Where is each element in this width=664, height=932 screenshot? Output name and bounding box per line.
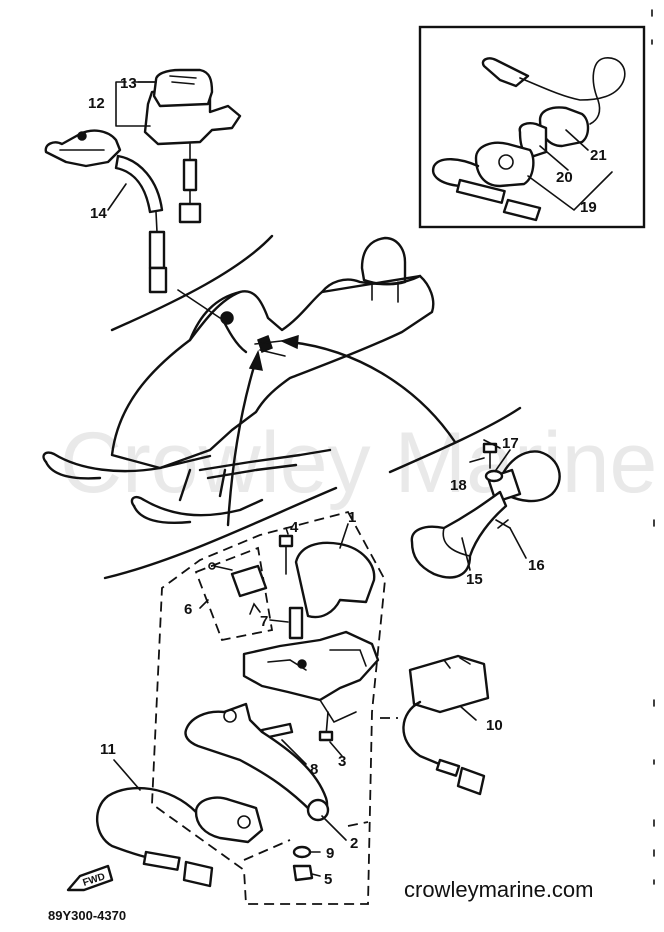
brake-switch: [95, 786, 264, 888]
separator-line-lower: [103, 486, 338, 580]
diagram-code: 89Y300-4370: [48, 908, 126, 923]
sub-assembly-6-boundary: [194, 546, 274, 642]
control-unit: [402, 654, 490, 796]
key-switch-assembly: [431, 57, 626, 222]
callout-7: 7: [260, 613, 268, 630]
edge-marks: [651, 9, 655, 885]
callout-6: 6: [184, 601, 192, 618]
screw-4: [278, 534, 294, 548]
relay-assembly: [143, 68, 242, 224]
separator-line-right: [388, 406, 522, 474]
callout-11: 11: [100, 741, 116, 758]
site-url[interactable]: crowleymarine.com: [404, 877, 594, 902]
collar-7: [288, 606, 304, 640]
callout-12: 12: [88, 95, 105, 112]
callout-20: 20: [556, 169, 573, 186]
separator-line-left: [110, 234, 274, 332]
lever-bracket: [242, 630, 380, 702]
callout-17: 17: [502, 435, 519, 452]
callout-8: 8: [310, 761, 318, 778]
callout-1: 1: [348, 509, 356, 526]
callout-labels: 1 2 3 4 5 6 7 8 9 10 11 12 13 14 15 16 1…: [88, 75, 607, 888]
leader-lines: [107, 81, 589, 877]
nut-5: [292, 864, 314, 882]
callout-19: 19: [580, 199, 597, 216]
arrow-horn-to-body: [288, 340, 457, 444]
callout-14: 14: [90, 205, 107, 222]
assembly-boundary: [151, 510, 386, 905]
callout-2: 2: [350, 835, 358, 852]
callout-16: 16: [528, 557, 545, 574]
lever-cover: [294, 541, 376, 619]
screw-3: [318, 730, 334, 742]
inset-frame: [418, 25, 646, 229]
callout-10: 10: [486, 717, 503, 734]
callout-15: 15: [466, 571, 483, 588]
callout-4: 4: [290, 519, 299, 536]
callout-18: 18: [450, 477, 467, 494]
watermark-text: Crowley Marine: [60, 415, 657, 511]
forward-arrow: FWD: [66, 864, 114, 892]
handlebar-switch: [44, 129, 168, 294]
washer-9: [292, 845, 312, 859]
callout-3: 3: [338, 753, 346, 770]
callout-21: 21: [590, 147, 607, 164]
callout-13: 13: [120, 75, 137, 92]
arrow-lever-to-handlebar: [226, 358, 258, 527]
brake-lever: [184, 702, 329, 816]
throttle-block: [230, 564, 268, 598]
callout-5: 5: [324, 871, 332, 888]
horn-assembly: [410, 442, 561, 579]
callout-9: 9: [326, 845, 334, 862]
